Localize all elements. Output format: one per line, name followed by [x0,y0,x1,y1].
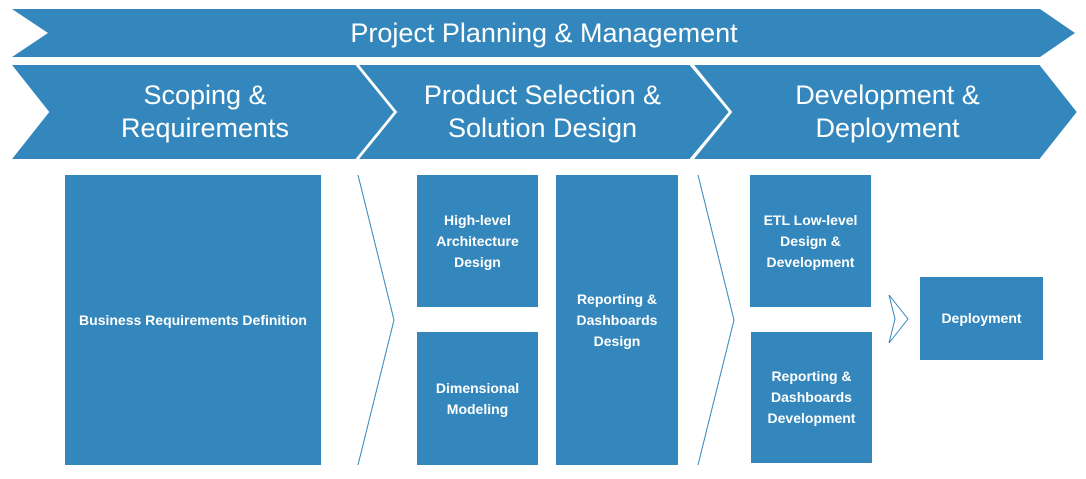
task-deployment: Deployment [920,277,1043,360]
task-high-level-architecture: High-level Architecture Design [417,175,538,307]
task-reporting-development: Reporting & Dashboards Development [751,332,872,463]
task-dimensional-modeling: Dimensional Modeling [417,332,538,465]
flow-arrow-3 [888,294,909,344]
phase-title-3: Development & Deployment [795,80,980,143]
flow-arrow-2 [697,174,735,466]
task-reporting-design: Reporting & Dashboards Design [556,175,678,465]
phase-arrow-2 [354,63,732,161]
flow-arrow-1 [357,174,395,466]
task-business-requirements: Business Requirements Definition [65,175,321,465]
phase-title-2: Product Selection & Solution Design [423,80,662,143]
task-etl-development: ETL Low-level Design & Development [750,175,871,307]
banner-arrow [12,9,1075,57]
phase-arrow-3 [689,63,1080,161]
banner-title: Project Planning & Management [350,17,738,48]
phase-title-1: Scoping & Requirements [120,80,290,143]
